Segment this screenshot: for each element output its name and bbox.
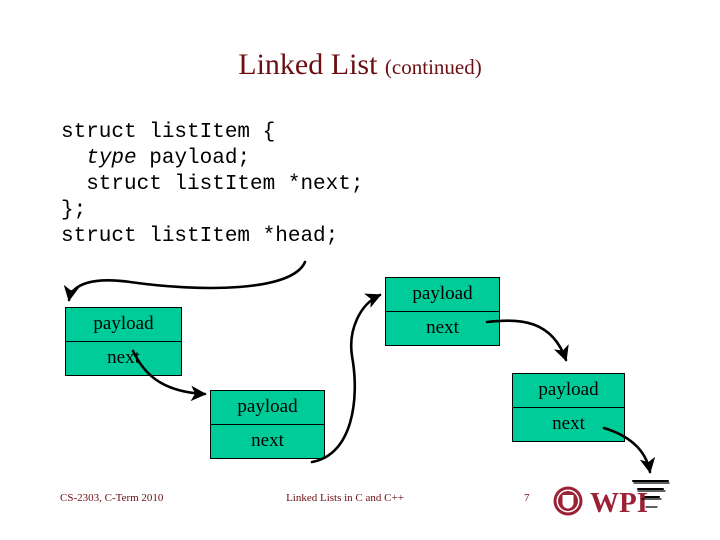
node-4-payload-cell: payload: [513, 374, 624, 408]
code-line-2-italic-type: type: [86, 147, 137, 170]
node-3-next-cell: next: [251, 430, 284, 451]
node-1-payload-cell: payload: [66, 308, 181, 342]
wpi-logo-lines: [633, 482, 670, 508]
code-line-3: struct listItem *next;: [61, 173, 364, 196]
list-node-2: payload next: [385, 277, 500, 346]
page-title: Linked List (continued): [0, 48, 720, 84]
wpi-logo: WPI: [553, 482, 670, 519]
code-line-1: struct listItem {: [61, 121, 276, 144]
code-line-4: };: [61, 199, 87, 222]
node-1-next-cell: next: [107, 347, 140, 368]
wpi-seal-icon: [553, 486, 583, 516]
footer-page-number: 7: [524, 492, 530, 504]
title-sub-text: (continued): [384, 55, 482, 79]
code-line-2-indent: [61, 147, 86, 170]
code-line-5: struct listItem *head;: [61, 225, 339, 248]
arrow-head-to-node1: [63, 260, 307, 302]
node-4-next-cell: next: [552, 413, 585, 434]
title-main-text: Linked List: [238, 48, 378, 81]
wpi-wordmark-text: WPI: [590, 487, 648, 519]
list-node-4: payload next: [512, 373, 625, 442]
code-listing: struct listItem { type payload; struct l…: [61, 120, 363, 250]
node-2-payload-cell: payload: [386, 278, 499, 312]
list-node-3: payload next: [210, 390, 325, 459]
node-2-next-cell: next: [426, 317, 459, 338]
node-3-payload-cell: payload: [211, 391, 324, 425]
code-line-2-rest: payload;: [136, 147, 251, 170]
list-node-1: payload next: [65, 307, 182, 376]
footer-course-label: CS-2303, C-Term 2010: [60, 492, 164, 504]
footer-topic-label: Linked Lists in C and C++: [286, 492, 404, 504]
